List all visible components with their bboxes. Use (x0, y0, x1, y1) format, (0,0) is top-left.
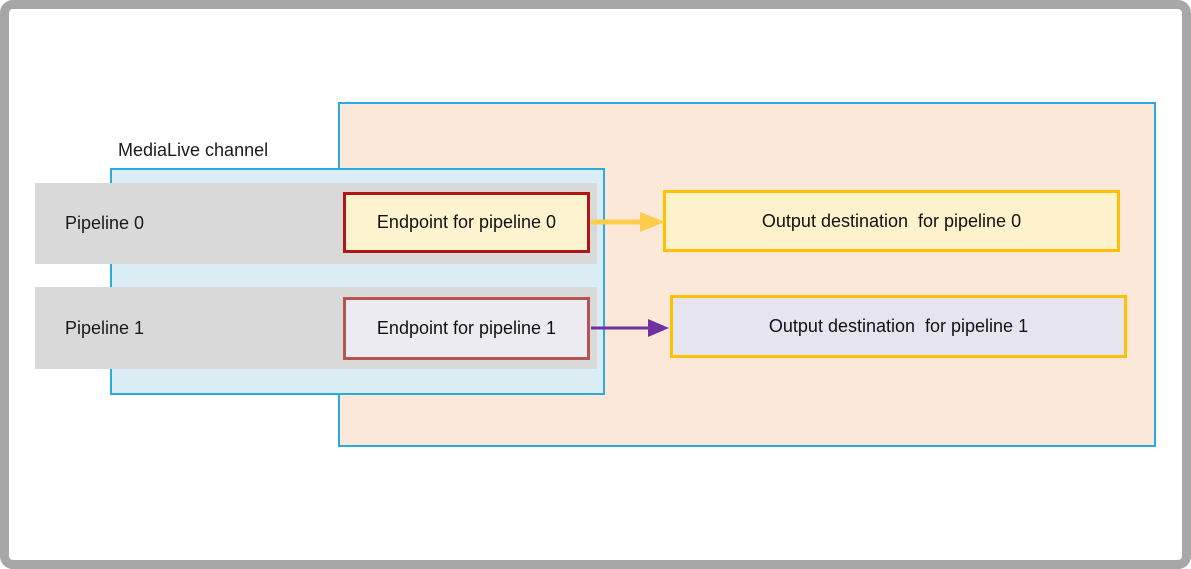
output-destination-1-label: Output destination for pipeline 1 (768, 316, 1029, 336)
endpoint-pipeline-0-label: Endpoint for pipeline 0 (376, 212, 557, 232)
endpoint-pipeline-1-label: Endpoint for pipeline 1 (376, 318, 557, 338)
endpoint-pipeline-1-box: Endpoint for pipeline 1 (343, 297, 590, 360)
endpoint-pipeline-0-box: Endpoint for pipeline 0 (343, 192, 590, 253)
output-destination-0-label: Output destination for pipeline 0 (761, 210, 1022, 231)
pipeline-1-label: Pipeline 1 (65, 317, 145, 338)
output-destination-0-box: Output destination for pipeline 0 (663, 190, 1120, 252)
medialive-channel-title: MediaLive channel (118, 140, 269, 160)
output-destination-1-box: Output destination for pipeline 1 (670, 295, 1127, 358)
pipeline-0-label: Pipeline 0 (65, 213, 145, 233)
